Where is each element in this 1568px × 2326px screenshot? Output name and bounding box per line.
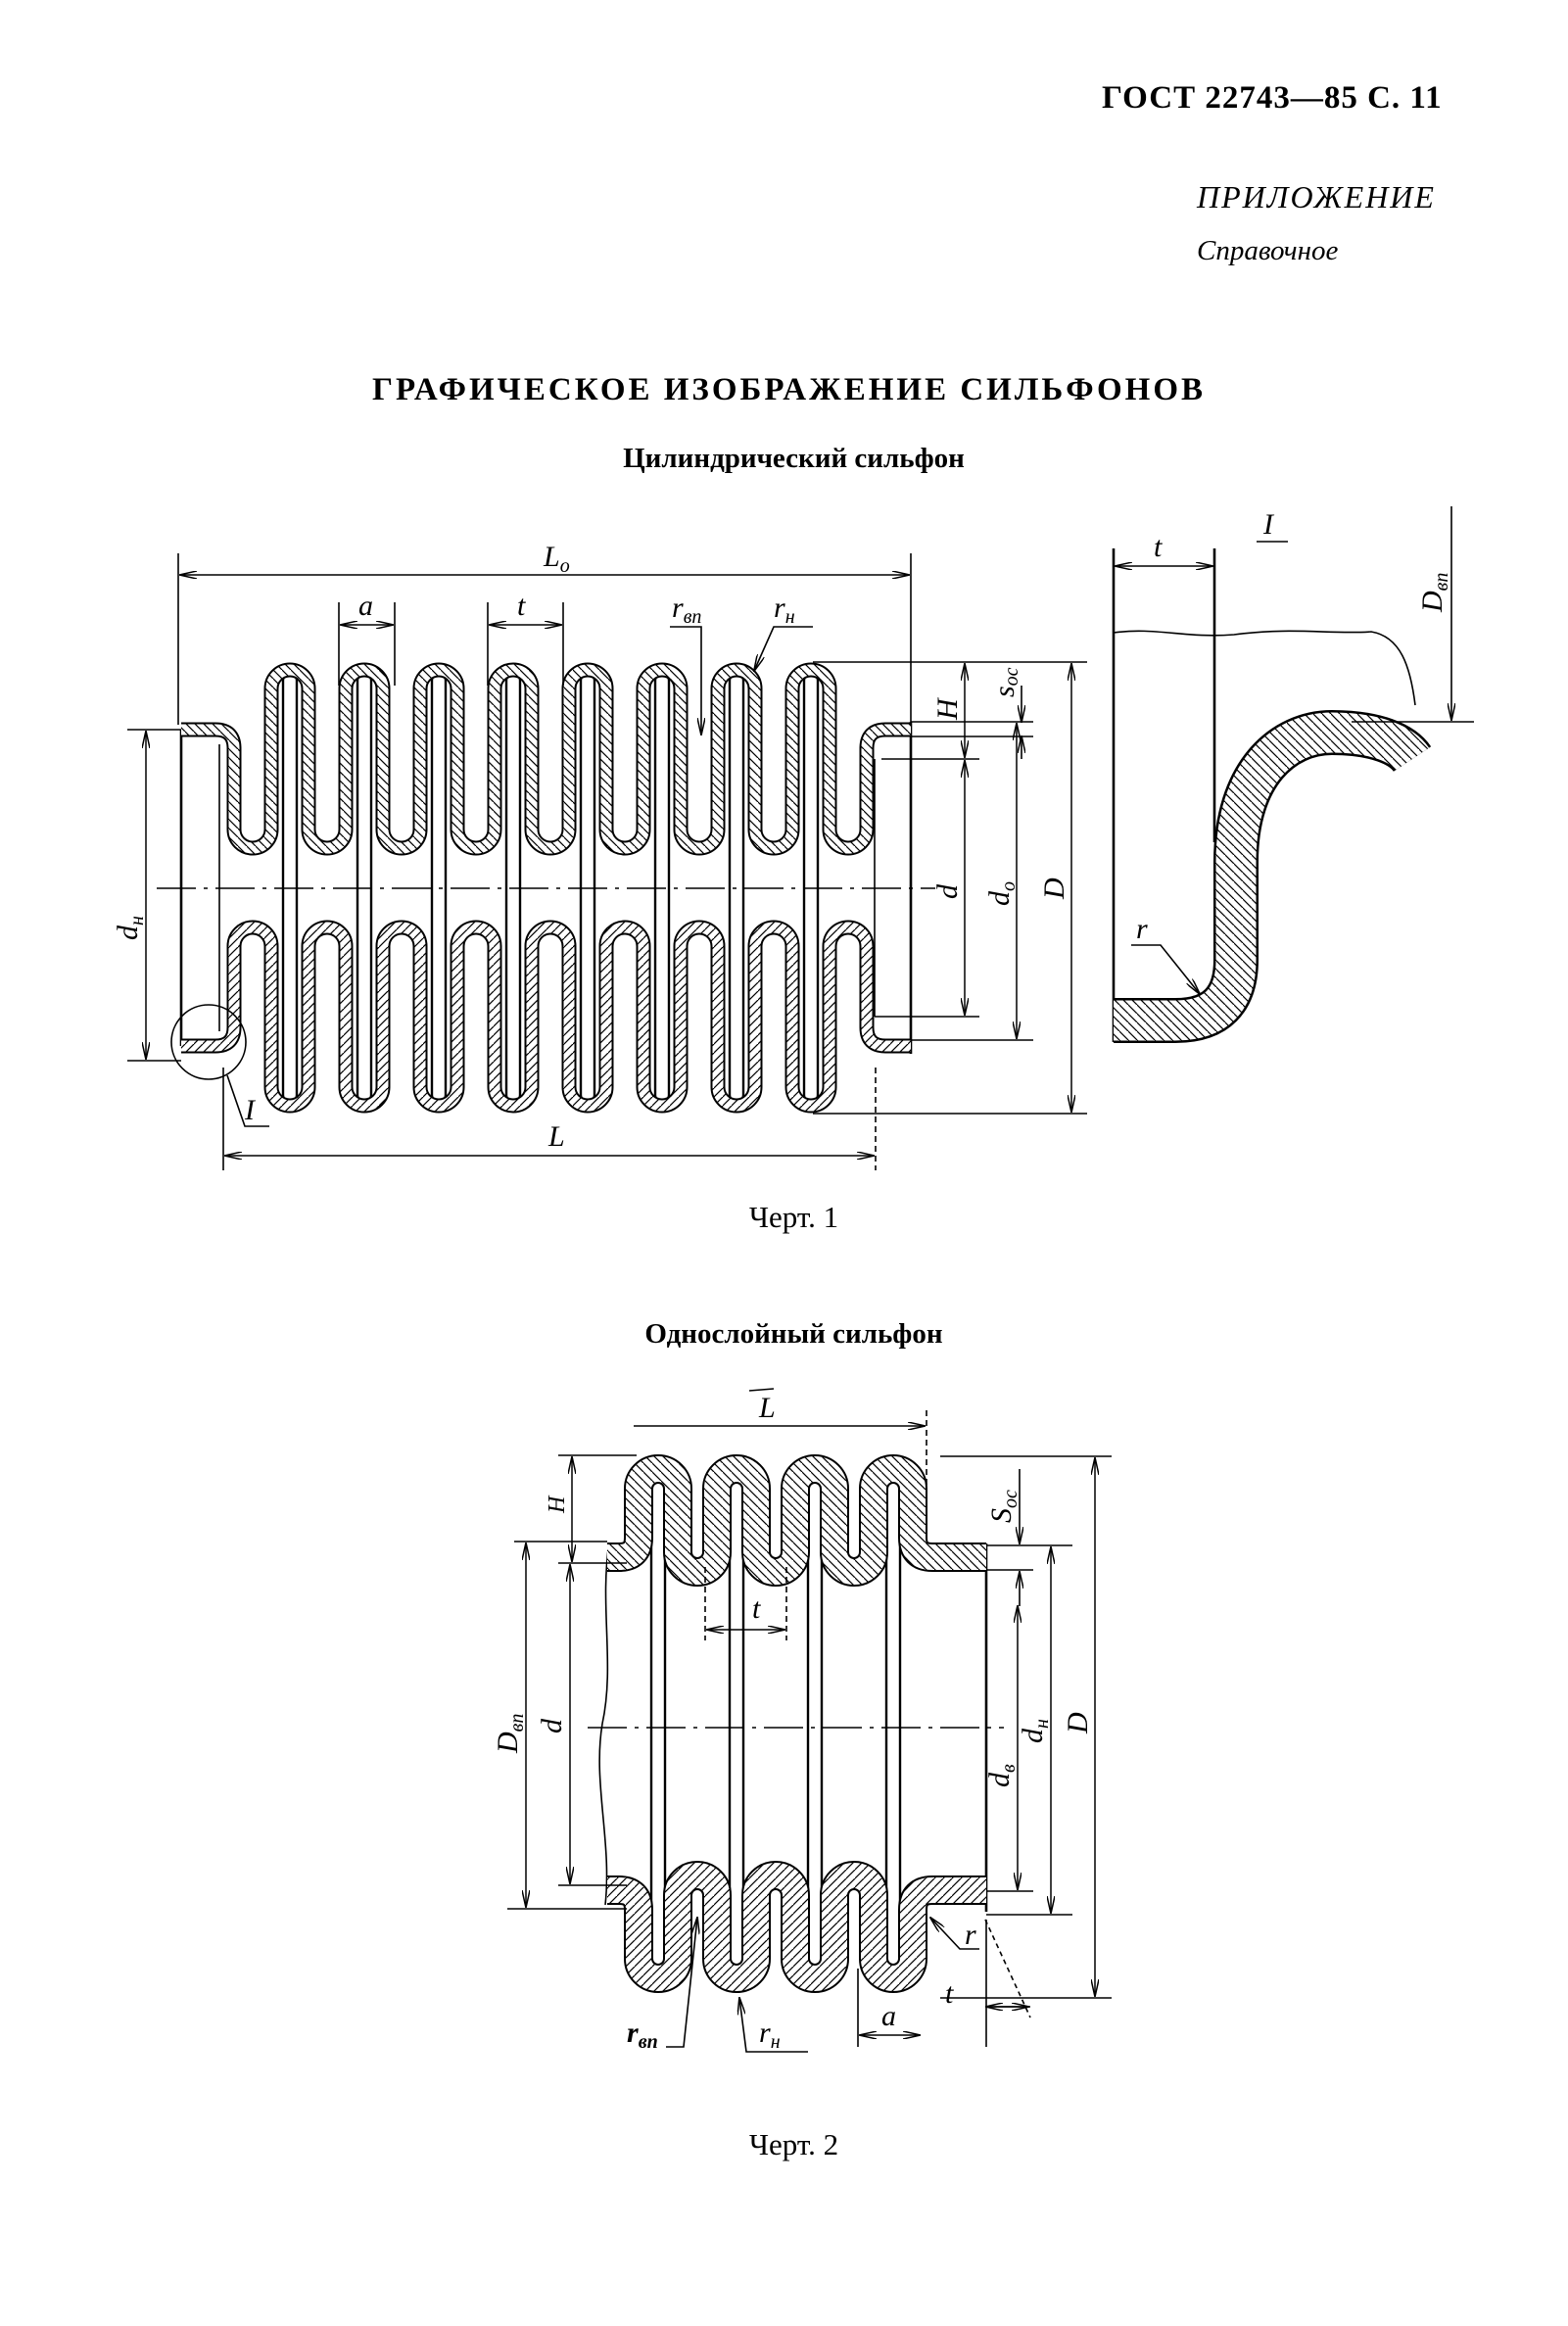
leader-r-vp [666,1918,697,2048]
label-D: D [1038,878,1070,900]
detail-I: t I Dвп r [1112,506,1474,1043]
label-s-oc: sос [988,667,1022,697]
appendix-type: Справочное [1197,235,1339,266]
label-a: a [881,2000,896,2032]
label-s-oc: Sос [985,1490,1022,1523]
break-line [598,1542,610,1906]
label-d-n: dн [1017,1719,1053,1743]
label-H: H [545,1495,570,1514]
convolution-wall-bottom-hatch [181,922,911,1112]
leader-r [930,1918,979,1950]
label-L0: Lo [543,541,570,577]
figure1-cylindrical-bellows: Lo a t rвп rн H sос d dо D dн [112,506,1474,1170]
arc-mark [748,1388,775,1392]
document-reference: ГОСТ 22743—85 С. 11 [1102,80,1443,116]
leader-r-n [754,626,813,671]
figure1-caption: Черт. 1 [748,1200,839,1234]
inner-wall-slot [728,1471,745,1976]
label-D: D [1062,1712,1094,1734]
break-line [1113,630,1416,706]
detail-leader [226,1074,269,1127]
detail-label-t: t [1154,531,1163,563]
detail-label-D-vp: Dвп [1416,573,1452,613]
figure2-caption: Черт. 2 [748,2127,839,2161]
label-d-o: dо [983,881,1020,906]
convolution-wall-top-hatch [181,664,911,854]
label-r-vp: rвп [627,2017,658,2053]
detail-label-r: r [1136,913,1148,945]
label-t-bottom: t [945,1977,954,2010]
appendix-label: ПРИЛОЖЕНИЕ [1197,179,1436,214]
detail-section-hatch [1114,712,1430,1041]
detail-label-mark: I [1262,508,1275,541]
figure2-single-layer-bellows: L H Dвп d t Sос dв dн D r [492,1388,1112,2053]
figure1-convolutions [181,662,911,1114]
label-a: a [358,590,373,622]
figure2-convolutions [604,1454,986,1993]
page-title: ГРАФИЧЕСКОЕ ИЗОБРАЖЕНИЕ СИЛЬФОНОВ [371,372,1207,407]
label-D-vp: Dвп [492,1714,528,1754]
label-t: t [752,1592,761,1625]
leader-r-n [739,1998,808,2053]
label-r-n: rн [774,592,795,628]
label-d-n: dн [112,916,148,940]
label-r-vp: rвп [672,592,701,628]
inner-wall-slot [806,1471,824,1976]
extension-line [984,1919,1031,2018]
inner-wall-slot [649,1471,667,1976]
label-L: L [547,1120,565,1153]
convolution-wall-top-hatch [606,1456,986,1585]
label-r-n: rн [759,2017,781,2053]
label-t: t [517,590,526,622]
label-H: H [931,696,964,721]
inner-wall-slot [884,1471,902,1976]
figure1-heading: Цилиндрический сильфон [623,443,965,474]
detail-leader-r [1131,944,1200,994]
label-detail-mark: I [244,1094,257,1126]
figure2-heading: Однослойный сильфон [644,1318,943,1350]
label-L: L [758,1392,776,1424]
label-d: d [931,883,964,899]
leader-r-vp [670,626,701,735]
label-d: d [536,1718,568,1733]
detail-circle [170,1004,247,1080]
label-r: r [965,1919,976,1951]
label-d-v: dв [983,1764,1020,1787]
convolution-wall-bottom-hatch [606,1863,986,1991]
